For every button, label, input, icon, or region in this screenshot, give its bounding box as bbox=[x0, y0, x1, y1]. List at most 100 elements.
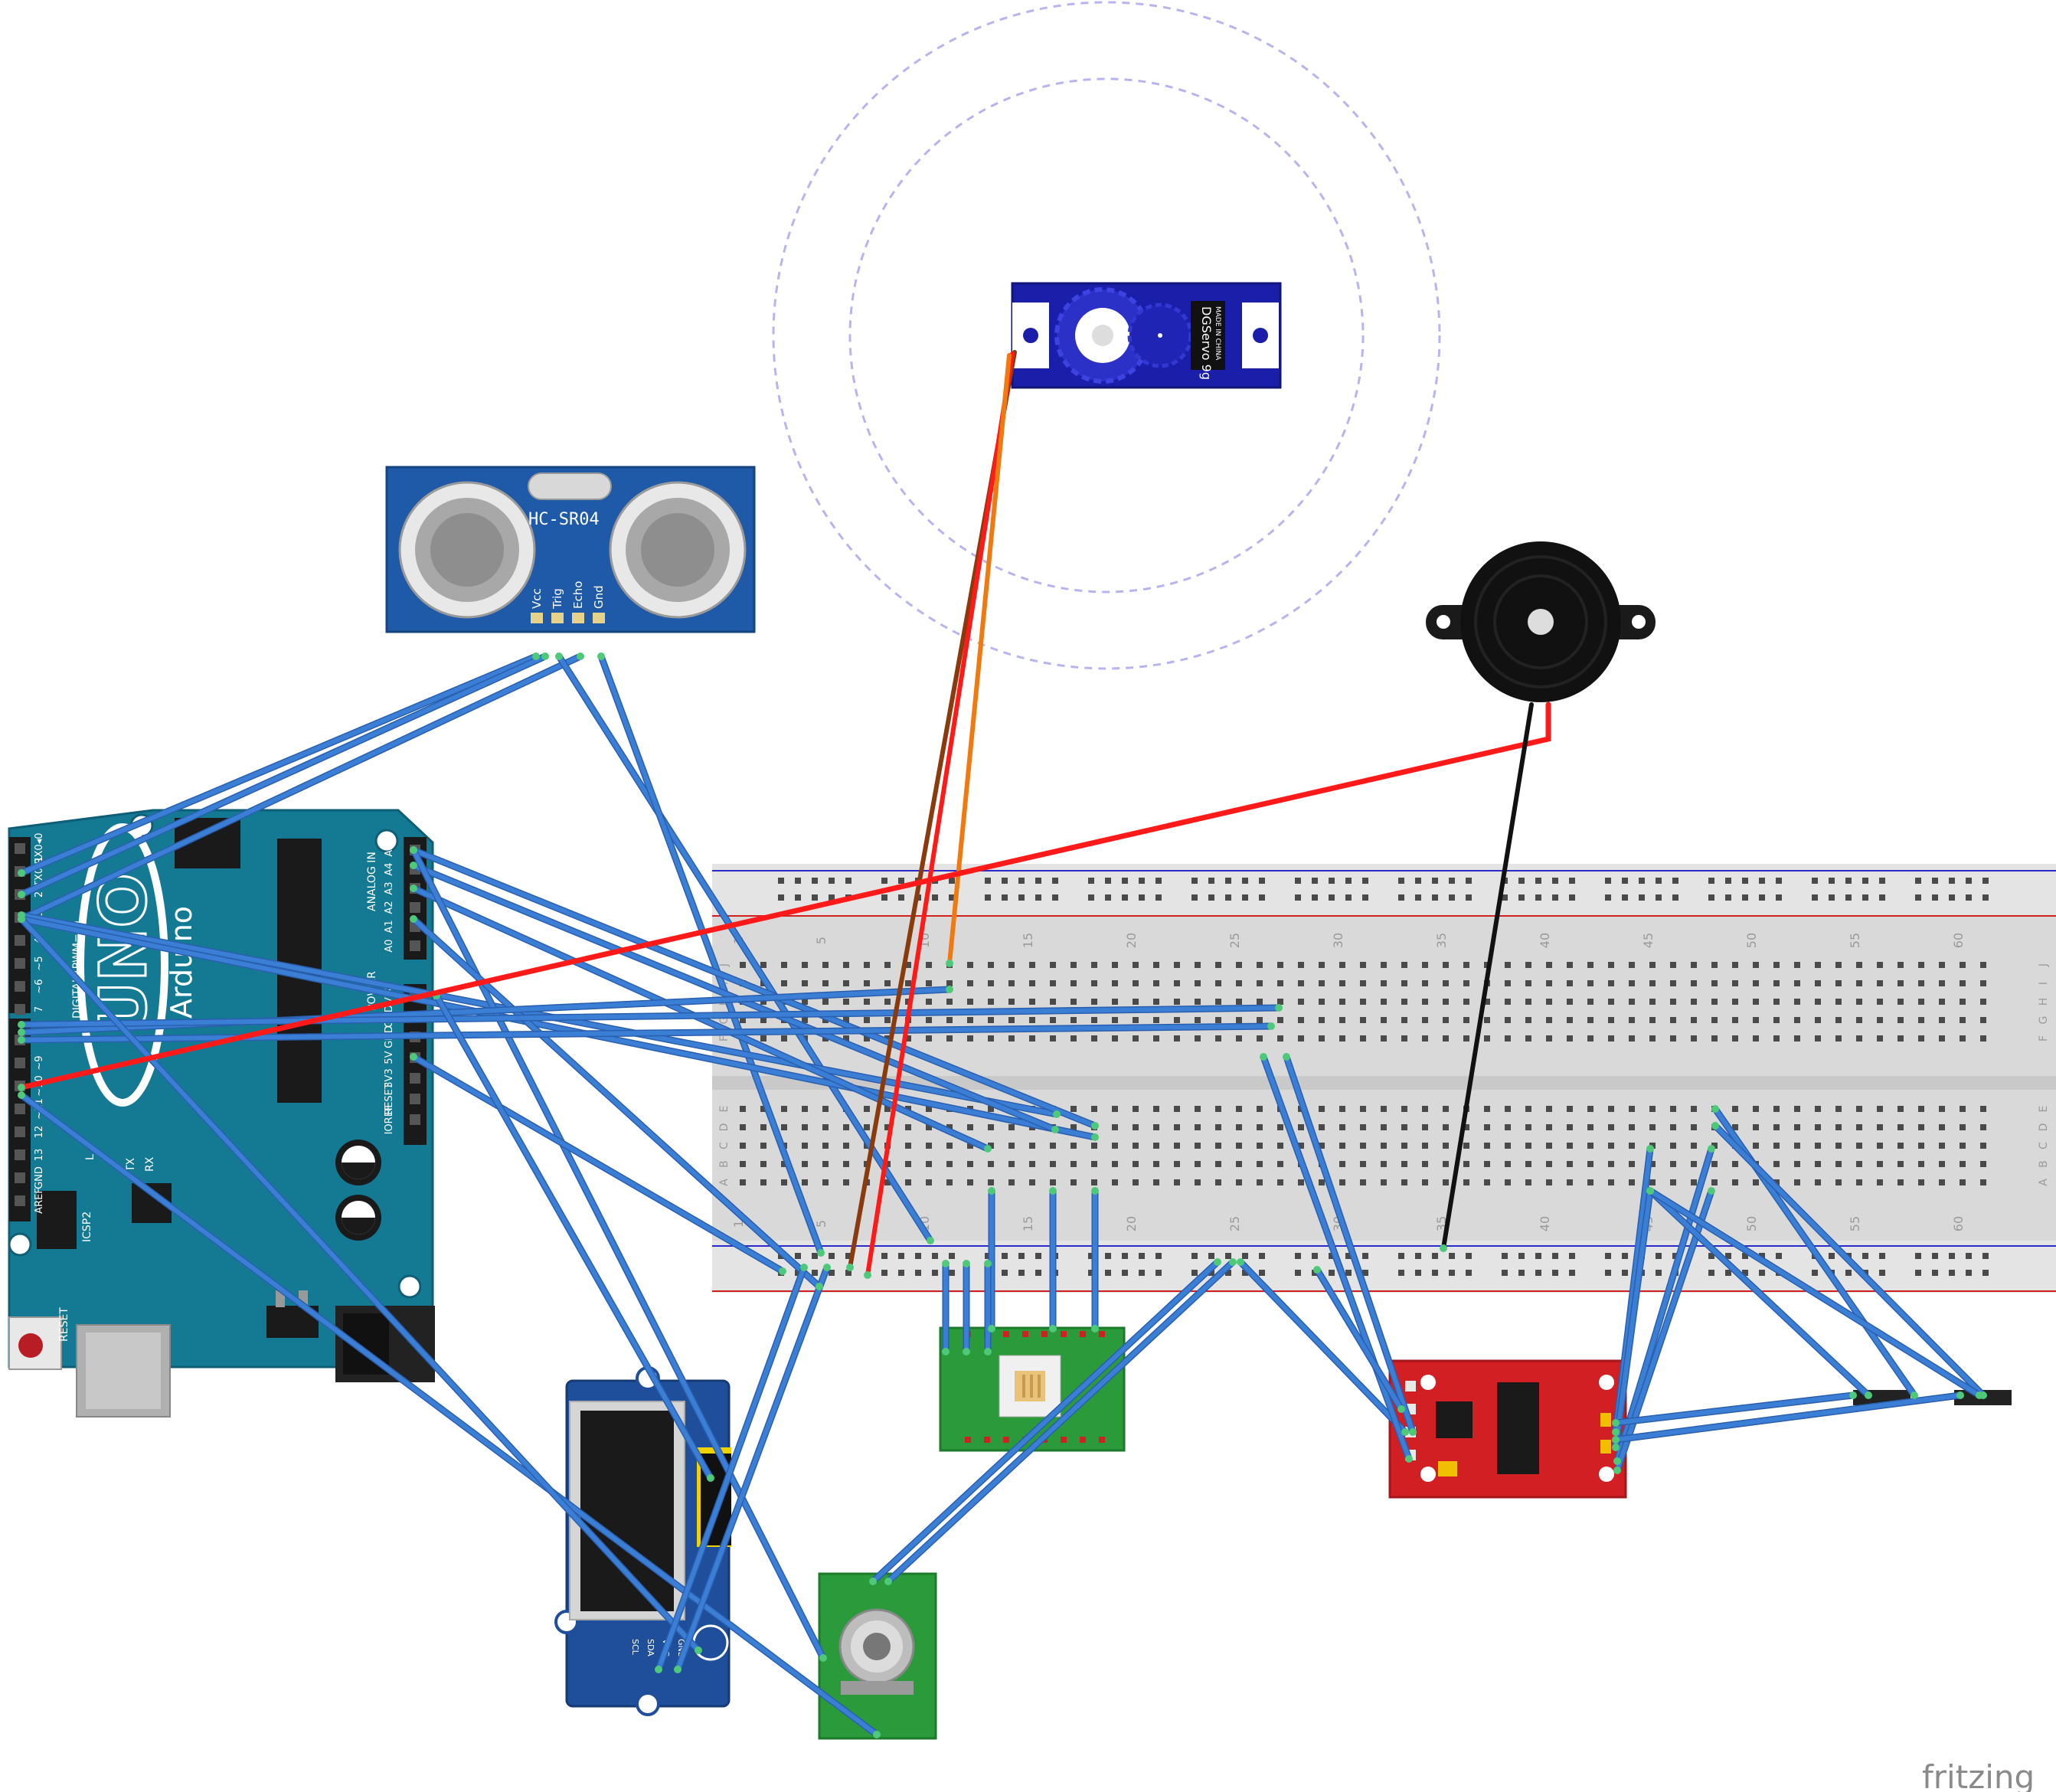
column-number: 35 bbox=[1434, 933, 1449, 948]
column-number: 20 bbox=[1124, 1216, 1139, 1231]
wire-endpoint bbox=[1911, 1391, 1918, 1399]
wire-endpoint bbox=[779, 1267, 786, 1275]
arduino-uno-logo: UNO bbox=[86, 873, 161, 1034]
row-letter: B bbox=[718, 1160, 731, 1168]
wire-endpoint bbox=[674, 1666, 682, 1673]
wire-endpoint bbox=[1646, 1145, 1654, 1153]
wire-endpoint bbox=[18, 1091, 25, 1099]
servo-wire-orange bbox=[947, 353, 1012, 966]
led-l-label: L bbox=[84, 1154, 96, 1160]
row-letter: G bbox=[2038, 1016, 2050, 1025]
digital-pin-label: 2 bbox=[34, 891, 45, 898]
wire-endpoint bbox=[1091, 1325, 1099, 1333]
wire-endpoint bbox=[410, 862, 417, 869]
wire-endpoint bbox=[1612, 1419, 1620, 1427]
wire-endpoint bbox=[1313, 1266, 1321, 1274]
wire-endpoint bbox=[541, 652, 549, 660]
wire-blue bbox=[1613, 1393, 1963, 1442]
wire-endpoint bbox=[1049, 1187, 1057, 1195]
power-pin-label: 5V bbox=[384, 1051, 395, 1064]
digital-header-label: DIGITAL (PWM=~) bbox=[71, 921, 83, 1019]
wire-endpoint bbox=[1091, 1122, 1099, 1130]
wire-endpoint bbox=[410, 885, 417, 892]
power-pin-label: RESET bbox=[384, 1083, 395, 1115]
row-letter: J bbox=[2038, 963, 2050, 967]
wire-blue bbox=[1315, 1267, 1404, 1411]
wire-blue bbox=[1648, 1189, 1982, 1398]
wire-blue bbox=[1238, 1260, 1407, 1434]
led-rx-label: RX bbox=[144, 1156, 156, 1172]
wire-blue bbox=[1615, 1146, 1714, 1463]
led-tx-label: TX bbox=[125, 1157, 137, 1172]
analog-pin-label: A2 bbox=[384, 901, 395, 914]
wire-endpoint bbox=[555, 652, 563, 660]
wire-blue bbox=[19, 654, 538, 875]
wire-endpoint bbox=[1405, 1455, 1413, 1463]
wire-endpoint bbox=[927, 1237, 934, 1244]
wire-endpoint bbox=[800, 1264, 808, 1271]
piezo-buzzer bbox=[1426, 541, 1656, 702]
servo-wire-red bbox=[865, 352, 1015, 1277]
wire-blue bbox=[19, 917, 701, 1653]
wire-endpoint bbox=[1401, 1428, 1409, 1436]
servo-made-in-label: MADE IN CHINA bbox=[1214, 306, 1221, 361]
wire-endpoint bbox=[946, 986, 953, 993]
wire-endpoint bbox=[707, 1474, 714, 1482]
wire-endpoint bbox=[1708, 1187, 1715, 1195]
column-number: 1 bbox=[731, 1220, 746, 1228]
analog-pin-label: A5 bbox=[384, 843, 395, 856]
digital-pin-label: 13 bbox=[34, 1149, 45, 1162]
row-letter: D bbox=[2038, 1123, 2050, 1132]
row-letter: G bbox=[718, 1016, 731, 1025]
fritzing-watermark: fritzing bbox=[1922, 1758, 2035, 1792]
wire-endpoint bbox=[816, 1283, 823, 1290]
wire-endpoint bbox=[1049, 1325, 1057, 1333]
digital-pin-label: ~6 bbox=[34, 979, 45, 993]
wire-blue bbox=[1613, 1189, 1652, 1450]
digital-pin-label: AREF bbox=[34, 1188, 45, 1214]
wire-endpoint bbox=[988, 1325, 995, 1333]
row-letter: F bbox=[2038, 1035, 2050, 1042]
wire-endpoint bbox=[988, 1187, 995, 1195]
wire-endpoint bbox=[1214, 1258, 1221, 1266]
wire-endpoint bbox=[597, 652, 605, 660]
column-number: 25 bbox=[1227, 1216, 1242, 1231]
wire-blue bbox=[19, 654, 583, 921]
column-number: 60 bbox=[1951, 933, 1966, 948]
buzzer-wire-black bbox=[1441, 702, 1534, 1251]
wire-endpoint bbox=[1237, 1258, 1244, 1266]
wire-endpoint bbox=[942, 1260, 950, 1267]
wire-endpoint bbox=[1091, 1187, 1099, 1195]
row-letter: A bbox=[2038, 1179, 2050, 1186]
wire-endpoint bbox=[1409, 1428, 1417, 1436]
wire-blue bbox=[434, 993, 713, 1480]
wire-blue bbox=[411, 848, 1097, 1128]
column-number: 40 bbox=[1538, 1216, 1552, 1231]
wire-endpoint bbox=[1711, 1122, 1719, 1130]
row-letter: A bbox=[718, 1179, 731, 1186]
breadboard-holes bbox=[740, 878, 1989, 1276]
wire-endpoint bbox=[1613, 1467, 1621, 1474]
servo-model-label: DGServo 9g bbox=[1199, 306, 1214, 380]
icsp2-label: ICSP2 bbox=[81, 1212, 93, 1242]
wire-endpoint bbox=[1397, 1405, 1405, 1413]
row-letter: D bbox=[718, 1123, 731, 1132]
column-number: 55 bbox=[1848, 933, 1862, 948]
wire-endpoint bbox=[1053, 1110, 1061, 1118]
wire-endpoint bbox=[1267, 1022, 1275, 1030]
hc-sr04-model-label: HC-SR04 bbox=[528, 510, 600, 529]
wire-blue bbox=[1713, 1123, 1986, 1398]
wire-endpoint bbox=[18, 869, 25, 877]
servo-motor-9g: DGServo 9g MADE IN CHINA bbox=[1011, 282, 1282, 389]
wire-endpoint bbox=[18, 915, 25, 923]
wire-endpoint bbox=[1440, 1244, 1447, 1252]
wire-endpoint bbox=[18, 1021, 25, 1028]
hc-sr04-pin-label: Trig bbox=[551, 588, 564, 610]
oled-pin-label: SDA bbox=[646, 1639, 655, 1656]
wire-blue bbox=[1613, 1393, 1855, 1425]
arduino-brand-label: Arduino bbox=[165, 906, 198, 1019]
wire-blue bbox=[411, 1055, 785, 1274]
wire-endpoint bbox=[1956, 1391, 1964, 1399]
wire-endpoint bbox=[695, 1646, 702, 1654]
analog-pin-label: A1 bbox=[384, 920, 395, 933]
